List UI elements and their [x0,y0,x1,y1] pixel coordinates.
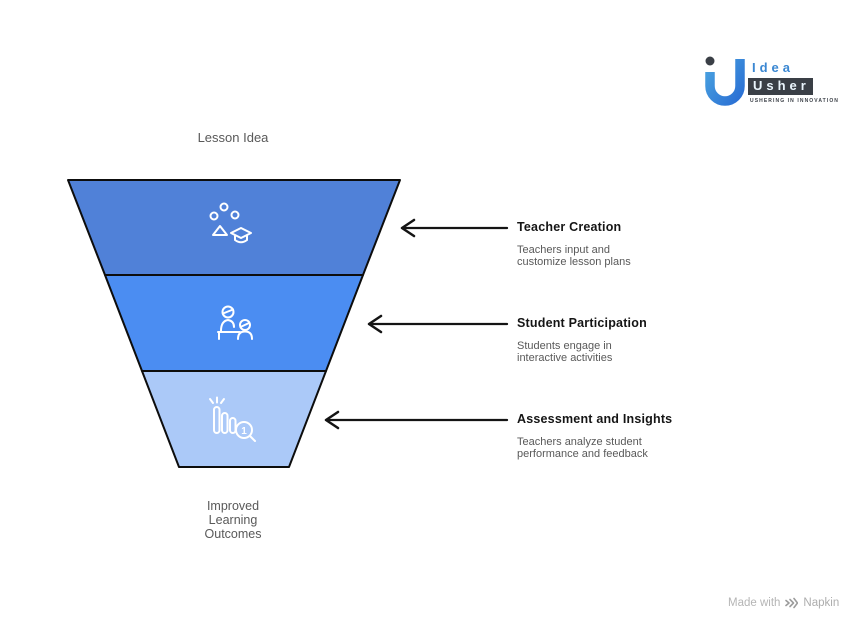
logo-word-idea: Idea [752,60,795,75]
funnel-bottom-label: Improved Learning Outcomes [163,499,303,541]
arrow-student-participation [367,314,509,334]
watermark-brand: Napkin [803,597,840,609]
bottom-label-line: Improved [206,499,260,513]
annotation-title: Assessment and Insights [517,412,673,426]
napkin-watermark: Made with Napkin [728,597,839,609]
annotation-title: Teacher Creation [517,220,622,234]
annotation-description: Teachers input and customize lesson plan… [517,244,707,268]
bottom-label-line: Outcomes [204,527,262,541]
annotation-assessment-insights: Assessment and Insights Teachers analyze… [517,412,707,460]
annotation-student-participation: Student Participation Students engage in… [517,316,707,364]
watermark-prefix: Made with [728,597,781,609]
logo-tagline: USHERING IN INNOVATION [750,98,840,104]
bar-chart-magnifier-icon: 1 [209,396,256,442]
logo-word-usher: Usher [748,78,813,95]
logo-text: Idea Usher USHERING IN INNOVATION [748,60,839,104]
annotation-desc-line: interactive activities [517,352,613,364]
annotation-desc-line: performance and feedback [517,448,648,460]
annotation-desc-line: customize lesson plans [517,256,631,268]
napkin-logo-icon [785,597,799,609]
funnel-top-label: Lesson Idea [197,130,269,145]
students-desk-icon [217,305,253,340]
bottom-label-line: Learning [208,513,258,527]
idea-usher-logo: Idea Usher USHERING IN INNOVATION [702,53,839,107]
arrow-assessment-insights [324,410,509,430]
funnel-tier-teacher-creation [67,179,401,276]
magnifier-badge: 1 [241,426,247,437]
annotation-teacher-creation: Teacher Creation Teachers input and cust… [517,220,707,268]
idea-usher-logo-mark-icon [705,56,745,106]
graduation-cap-ideas-icon [209,202,252,244]
annotation-description: Students engage in interactive activitie… [517,340,707,364]
arrow-teacher-creation [400,218,509,238]
annotation-desc-line: Teachers analyze student [517,436,642,448]
annotation-description: Teachers analyze student performance and… [517,436,707,460]
annotation-desc-line: Students engage in [517,340,612,352]
annotation-desc-line: Teachers input and [517,244,610,256]
annotation-title: Student Participation [517,316,647,330]
